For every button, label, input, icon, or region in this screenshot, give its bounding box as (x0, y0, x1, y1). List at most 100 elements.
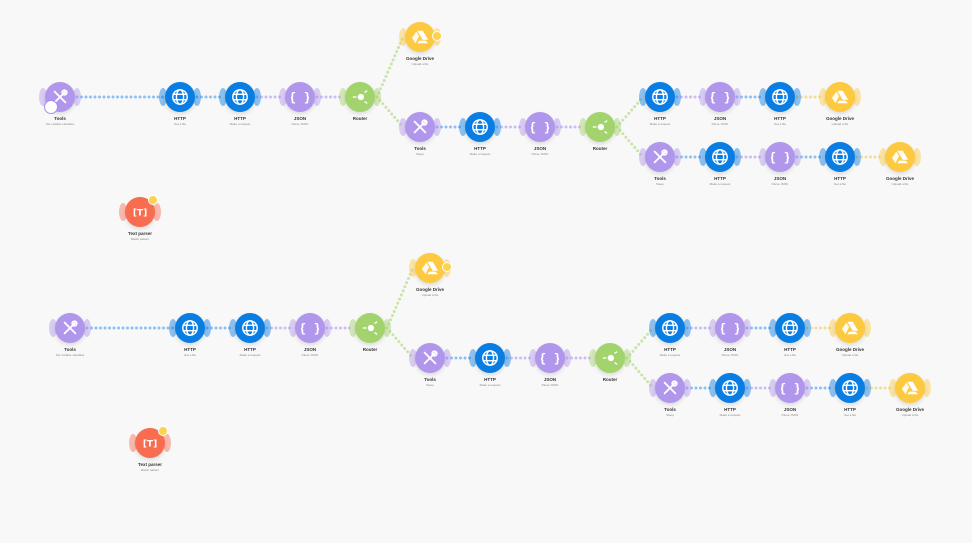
module-connector-handle[interactable] (519, 118, 527, 136)
module-connector-handle[interactable] (743, 319, 751, 337)
module-connector-handle[interactable] (399, 28, 407, 46)
module-http[interactable] (465, 112, 495, 142)
module-connector-handle[interactable] (699, 148, 707, 166)
module-connector-handle[interactable] (879, 148, 887, 166)
module-connector-handle[interactable] (889, 379, 897, 397)
module-connector-handle[interactable] (83, 319, 91, 337)
module-tools[interactable] (655, 373, 685, 403)
module-connector-handle[interactable] (579, 118, 587, 136)
module-connector-handle[interactable] (853, 148, 861, 166)
schedule-clock-icon[interactable] (44, 100, 58, 114)
module-connector-handle[interactable] (163, 434, 171, 452)
module-router[interactable] (595, 343, 625, 373)
module-connector-handle[interactable] (409, 259, 417, 277)
module-connector-handle[interactable] (759, 148, 767, 166)
module-connector-handle[interactable] (639, 88, 647, 106)
module-connector-handle[interactable] (313, 88, 321, 106)
module-json[interactable]: { } (775, 373, 805, 403)
module-connector-handle[interactable] (279, 88, 287, 106)
module-connector-handle[interactable] (803, 379, 811, 397)
module-connector-handle[interactable] (649, 379, 657, 397)
module-connector-handle[interactable] (819, 88, 827, 106)
module-http[interactable] (825, 142, 855, 172)
module-gdrive[interactable] (825, 82, 855, 112)
module-connector-handle[interactable] (169, 319, 177, 337)
module-connector-handle[interactable] (829, 319, 837, 337)
module-connector-handle[interactable] (253, 88, 261, 106)
module-connector-handle[interactable] (709, 379, 717, 397)
module-connector-handle[interactable] (349, 319, 357, 337)
module-http[interactable] (475, 343, 505, 373)
module-connector-handle[interactable] (649, 319, 657, 337)
module-connector-handle[interactable] (39, 88, 47, 106)
module-connector-handle[interactable] (119, 203, 127, 221)
module-http[interactable] (235, 313, 265, 343)
module-tools[interactable] (405, 112, 435, 142)
module-connector-handle[interactable] (613, 118, 621, 136)
module-connector-handle[interactable] (219, 88, 227, 106)
module-connector-handle[interactable] (399, 118, 407, 136)
module-connector-handle[interactable] (553, 118, 561, 136)
module-connector-handle[interactable] (563, 349, 571, 367)
module-http[interactable] (775, 313, 805, 343)
module-connector-handle[interactable] (433, 118, 441, 136)
module-json[interactable]: { } (535, 343, 565, 373)
module-http[interactable] (645, 82, 675, 112)
module-tools[interactable] (55, 313, 85, 343)
module-http[interactable] (715, 373, 745, 403)
module-connector-handle[interactable] (793, 88, 801, 106)
module-connector-handle[interactable] (683, 319, 691, 337)
module-router[interactable] (345, 82, 375, 112)
module-connector-handle[interactable] (639, 148, 647, 166)
module-connector-handle[interactable] (819, 148, 827, 166)
module-router[interactable] (355, 313, 385, 343)
module-tools[interactable] (415, 343, 445, 373)
module-http[interactable] (175, 313, 205, 343)
module-json[interactable]: { } (285, 82, 315, 112)
module-connector-handle[interactable] (733, 148, 741, 166)
module-connector-handle[interactable] (529, 349, 537, 367)
module-gdrive[interactable] (405, 22, 435, 52)
module-gdrive[interactable] (885, 142, 915, 172)
module-connector-handle[interactable] (459, 118, 467, 136)
module-connector-handle[interactable] (673, 148, 681, 166)
module-connector-handle[interactable] (203, 319, 211, 337)
module-connector-handle[interactable] (709, 319, 717, 337)
module-connector-handle[interactable] (193, 88, 201, 106)
module-connector-handle[interactable] (803, 319, 811, 337)
module-connector-handle[interactable] (923, 379, 931, 397)
module-http[interactable] (705, 142, 735, 172)
module-connector-handle[interactable] (589, 349, 597, 367)
module-connector-handle[interactable] (769, 319, 777, 337)
module-connector-handle[interactable] (913, 148, 921, 166)
connection-line[interactable] (375, 35, 405, 99)
module-connector-handle[interactable] (863, 379, 871, 397)
module-json[interactable]: { } (525, 112, 555, 142)
module-connector-handle[interactable] (409, 349, 417, 367)
module-router[interactable] (585, 112, 615, 142)
module-http[interactable] (655, 313, 685, 343)
module-connector-handle[interactable] (129, 434, 137, 452)
module-connector-handle[interactable] (699, 88, 707, 106)
module-connector-handle[interactable] (49, 319, 57, 337)
module-json[interactable]: { } (765, 142, 795, 172)
module-connector-handle[interactable] (229, 319, 237, 337)
module-connector-handle[interactable] (263, 319, 271, 337)
module-connector-handle[interactable] (769, 379, 777, 397)
module-connector-handle[interactable] (443, 349, 451, 367)
module-connector-handle[interactable] (339, 88, 347, 106)
module-gdrive[interactable] (415, 253, 445, 283)
module-http[interactable] (835, 373, 865, 403)
module-connector-handle[interactable] (673, 88, 681, 106)
connection-line[interactable] (385, 266, 415, 330)
module-connector-handle[interactable] (153, 203, 161, 221)
module-connector-handle[interactable] (493, 118, 501, 136)
module-json[interactable]: { } (295, 313, 325, 343)
module-connector-handle[interactable] (853, 88, 861, 106)
module-http[interactable] (225, 82, 255, 112)
module-connector-handle[interactable] (743, 379, 751, 397)
module-connector-handle[interactable] (73, 88, 81, 106)
module-connector-handle[interactable] (503, 349, 511, 367)
module-connector-handle[interactable] (289, 319, 297, 337)
